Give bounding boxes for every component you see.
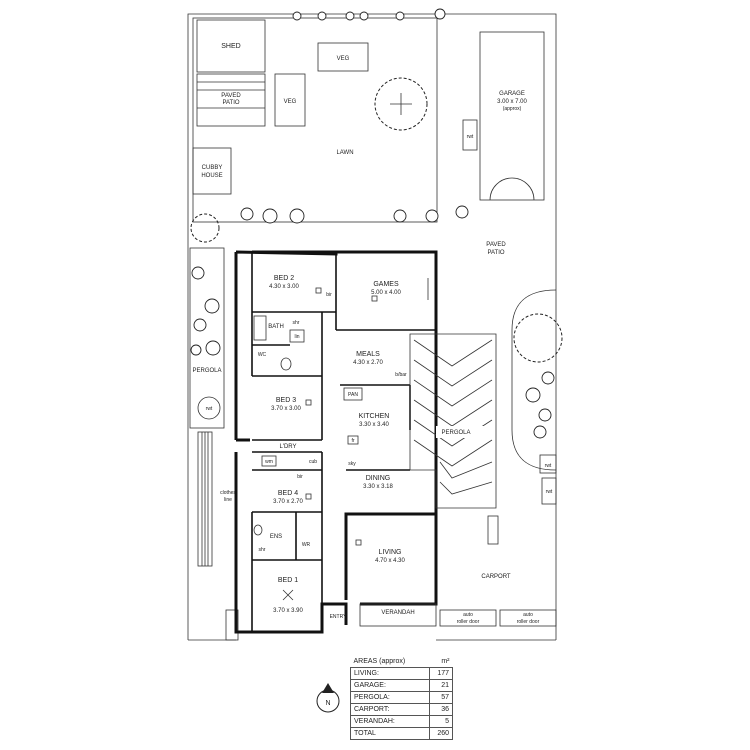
rwt-label-3: rwt	[546, 489, 553, 495]
rwt-label-1: rwt	[467, 134, 474, 140]
kitchen-dims: 3.30 x 3.40	[359, 422, 389, 428]
paved-patio-top	[196, 73, 266, 127]
bath-label: BATH	[268, 324, 284, 330]
roller-door-1-label: auto	[463, 612, 473, 618]
fr-label: fr	[351, 438, 354, 444]
bed4-label: BED 4	[278, 490, 298, 497]
garage	[479, 31, 545, 201]
veg-label-1: VEG	[337, 56, 350, 62]
svg-text:PATIO: PATIO	[487, 250, 504, 256]
svg-text:roller door: roller door	[517, 619, 540, 625]
shed	[196, 19, 266, 73]
shrubs-top-row	[292, 8, 446, 21]
pergola-center	[409, 333, 497, 509]
tree-lawn	[374, 77, 428, 131]
bed4-dims: 3.70 x 2.70	[273, 499, 303, 505]
bir-label-2: bir	[297, 474, 303, 480]
interior-walls	[251, 252, 436, 632]
clothes-line-label: clothes	[220, 490, 236, 496]
living-dims: 4.70 x 4.30	[375, 558, 405, 564]
site-boundary	[187, 13, 557, 640]
wr-label: WR	[302, 542, 311, 548]
sky-label: sky	[348, 461, 356, 467]
bed1-label: BED 1	[278, 577, 298, 584]
dining-dims: 3.30 x 3.18	[363, 484, 393, 490]
living-label: LIVING	[379, 549, 402, 556]
pergola-center-label: PERGOLA	[441, 430, 470, 436]
paved-patio-top-label: PAVED	[221, 93, 241, 99]
verandah-label: VERANDAH	[381, 610, 414, 616]
shrubs-middle-row	[190, 205, 469, 243]
bir-label-1: bir	[326, 292, 332, 298]
svg-text:line: line	[224, 497, 232, 503]
veg-bed-1	[317, 42, 369, 72]
garage-dims: 3.00 x 7.00	[497, 99, 527, 105]
rwt-garage	[462, 119, 478, 151]
ens-label: ENS	[270, 534, 282, 540]
wm-label: wm	[265, 459, 273, 465]
dining-label: DINING	[366, 475, 391, 482]
svg-text:roller door: roller door	[457, 619, 480, 625]
table-row: GARAGE: 21	[350, 679, 453, 692]
shr-label-1: shr	[293, 320, 300, 326]
pergola-left-label: PERGOLA	[192, 368, 221, 374]
veg-label-2: VEG	[284, 99, 297, 105]
games-label: GAMES	[373, 281, 399, 288]
kitchen-label: KITCHEN	[359, 413, 390, 420]
wc-label: WC	[258, 352, 267, 358]
rwt-label-4: rwt	[206, 406, 213, 412]
carport-label: CARPORT	[481, 574, 511, 580]
meals-label: MEALS	[356, 351, 380, 358]
cubby-house	[192, 147, 232, 195]
areas-table: AREAS (approx) m² LIVING: 177 GARAGE: 21…	[350, 656, 453, 740]
clothes-line	[197, 431, 213, 567]
bed2-dims: 4.30 x 3.00	[269, 284, 299, 290]
linen-label: lin	[294, 334, 299, 340]
lawn-label: LAWN	[336, 150, 353, 156]
shrubs-left	[190, 266, 221, 356]
bed2-label: BED 2	[274, 275, 294, 282]
areas-header: AREAS (approx)	[353, 657, 406, 665]
meals-dims: 4.30 x 2.70	[353, 360, 383, 366]
garage-label: GARAGE	[499, 91, 525, 97]
bed3-label: BED 3	[276, 397, 296, 404]
lawn-area	[192, 17, 438, 223]
bed1-dims: 3.70 x 3.90	[273, 608, 303, 614]
table-row: VERANDAH: 5	[350, 715, 453, 728]
table-row: TOTAL 260	[350, 727, 453, 740]
areas-unit: m²	[441, 657, 450, 665]
roller-door-2-label: auto	[523, 612, 533, 618]
shed-label: SHED	[221, 43, 240, 50]
bbar-label: b/bar	[395, 372, 407, 378]
table-row: PERGOLA: 57	[350, 691, 453, 704]
table-row: CARPORT: 36	[350, 703, 453, 716]
ldry-label: L'DRY	[279, 444, 296, 450]
table-row: LIVING: 177	[350, 667, 453, 680]
cub-label: cub	[309, 459, 317, 465]
entry-label: ENTRY	[330, 614, 348, 620]
bed3-dims: 3.70 x 3.00	[271, 406, 301, 412]
pergola-left	[189, 247, 225, 429]
north-arrow-icon: N	[316, 683, 340, 713]
garage-note: (approx)	[503, 106, 522, 112]
pan-label: PAN	[348, 392, 358, 398]
cubby-house-label: CUBBY	[202, 165, 223, 171]
compass-label: N	[325, 700, 330, 707]
veg-bed-2	[274, 73, 306, 127]
svg-text:HOUSE: HOUSE	[201, 173, 222, 179]
right-garden-bed	[511, 289, 557, 471]
paved-patio-right-label: PAVED	[486, 242, 506, 248]
shr-label-2: shr	[259, 547, 266, 553]
games-dims: 5.00 x 4.00	[371, 290, 401, 296]
svg-text:PATIO: PATIO	[222, 100, 239, 106]
rwt-label-2: rwt	[545, 463, 552, 469]
